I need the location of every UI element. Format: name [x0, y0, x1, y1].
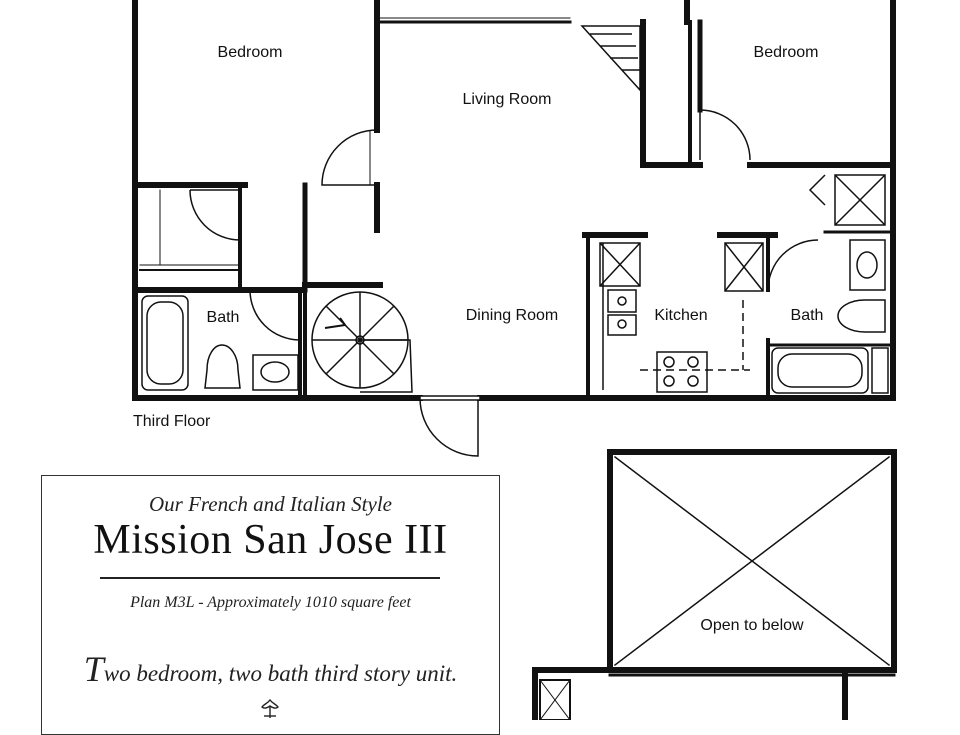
room-label-living-room: Living Room — [463, 91, 552, 108]
floor-plan: Bedroom Bedroom Living Room Dining Room … — [132, 0, 897, 720]
fixtures — [141, 25, 889, 394]
room-label-bedroom-left: Bedroom — [218, 44, 283, 61]
spiral-staircase-icon — [311, 291, 413, 393]
room-label-kitchen: Kitchen — [654, 307, 707, 324]
floor-label: Third Floor — [133, 413, 211, 430]
ornament-icon — [261, 698, 279, 718]
room-label-bath-left: Bath — [207, 309, 240, 326]
room-label-bedroom-right: Bedroom — [754, 44, 819, 61]
doors — [189, 109, 819, 457]
card-divider — [100, 577, 440, 579]
card-subtitle: Our French and Italian Style — [148, 492, 392, 516]
room-label-dining-room: Dining Room — [466, 307, 558, 324]
info-card: Our French and Italian Style Mission San… — [41, 475, 500, 735]
card-description-initial: T — [83, 649, 104, 689]
card-plan-line: Plan M3L - Approximately 1010 square fee… — [130, 594, 411, 611]
card-description-text: wo bedroom, two bath third story unit. — [103, 661, 458, 686]
room-label-bath-right: Bath — [791, 307, 824, 324]
card-title: Mission San Jose III — [93, 517, 448, 563]
walls — [132, 0, 897, 720]
card-description: Two bedroom, two bath third story unit. — [42, 648, 499, 690]
room-label-open-to-below: Open to below — [700, 617, 804, 634]
